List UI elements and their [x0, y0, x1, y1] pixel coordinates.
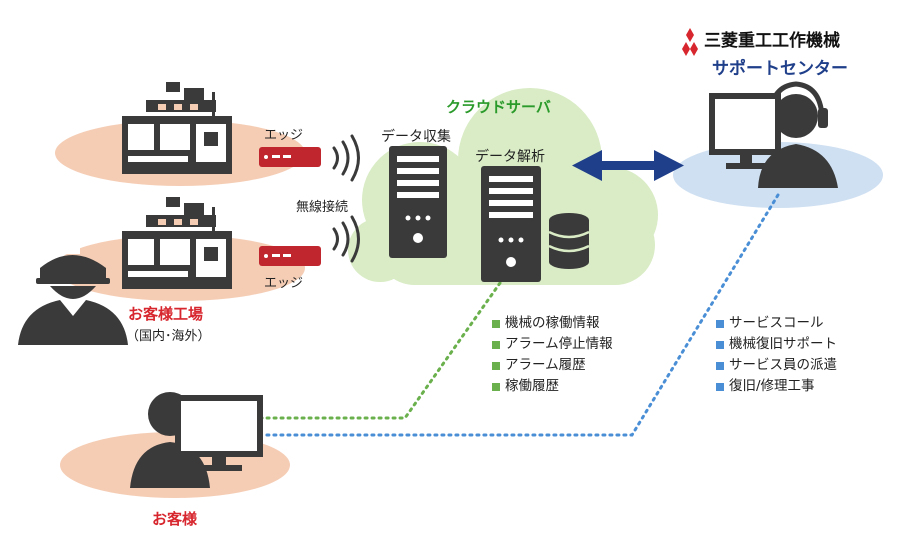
- cloud-title: クラウドサーバ: [446, 98, 551, 116]
- green-bullet-icon: [492, 361, 500, 370]
- factory-worker-icon: [18, 246, 128, 345]
- support-center-title: サポートセンター: [712, 59, 848, 79]
- wireless-signal-icon: [332, 215, 360, 263]
- monitor-icon: [709, 93, 781, 169]
- factory-title: お客様工場: [128, 305, 204, 323]
- machine-tool-icon: [122, 197, 232, 289]
- green-data-link: [260, 281, 502, 420]
- service-list: サービスコール 機械復旧サポート サービス員の派遣 復旧/修理工事: [716, 313, 837, 397]
- list-item: アラーム履歴: [492, 355, 613, 376]
- list-item: 機械復旧サポート: [716, 334, 837, 355]
- server-tower-icon: [389, 146, 447, 258]
- list-item: サービスコール: [716, 313, 837, 334]
- list-item: 復旧/修理工事: [716, 376, 837, 397]
- edge-label: エッジ: [264, 276, 304, 291]
- data-collect-label: データ収集: [381, 129, 451, 145]
- blue-bullet-icon: [716, 319, 724, 328]
- blue-bullet-icon: [716, 340, 724, 349]
- green-bullet-icon: [492, 340, 500, 349]
- monitor-icon: [175, 395, 263, 471]
- blue-service-link: [260, 193, 780, 437]
- blue-bullet-icon: [716, 382, 724, 391]
- blue-bullet-icon: [716, 361, 724, 370]
- data-list: 機械の稼働情報 アラーム停止情報 アラーム履歴 稼働履歴: [492, 313, 613, 397]
- edge-device-icon: [259, 246, 321, 266]
- data-analysis-label: データ解析: [475, 149, 545, 165]
- edge-label: エッジ: [264, 128, 304, 143]
- green-bullet-icon: [492, 319, 500, 328]
- factory-subtitle: （国内･海外）: [126, 329, 211, 344]
- three-diamonds-icon: [682, 28, 698, 56]
- list-item: サービス員の派遣: [716, 355, 837, 376]
- wireless-label: 無線接続: [296, 200, 349, 215]
- server-tower-icon: [481, 166, 541, 282]
- double-arrow-icon: [572, 150, 684, 181]
- brand-name: 三菱重工工作機械: [704, 31, 840, 51]
- machine-tool-icon: [122, 82, 232, 174]
- database-icon: [548, 213, 590, 269]
- customer-title: お客様: [152, 510, 198, 528]
- green-bullet-icon: [492, 382, 500, 391]
- support-operator-icon: [758, 81, 838, 188]
- list-item: 機械の稼働情報: [492, 313, 613, 334]
- list-item: アラーム停止情報: [492, 334, 613, 355]
- edge-device-icon: [259, 147, 321, 167]
- wireless-signal-icon: [332, 134, 360, 182]
- list-item: 稼働履歴: [492, 376, 613, 397]
